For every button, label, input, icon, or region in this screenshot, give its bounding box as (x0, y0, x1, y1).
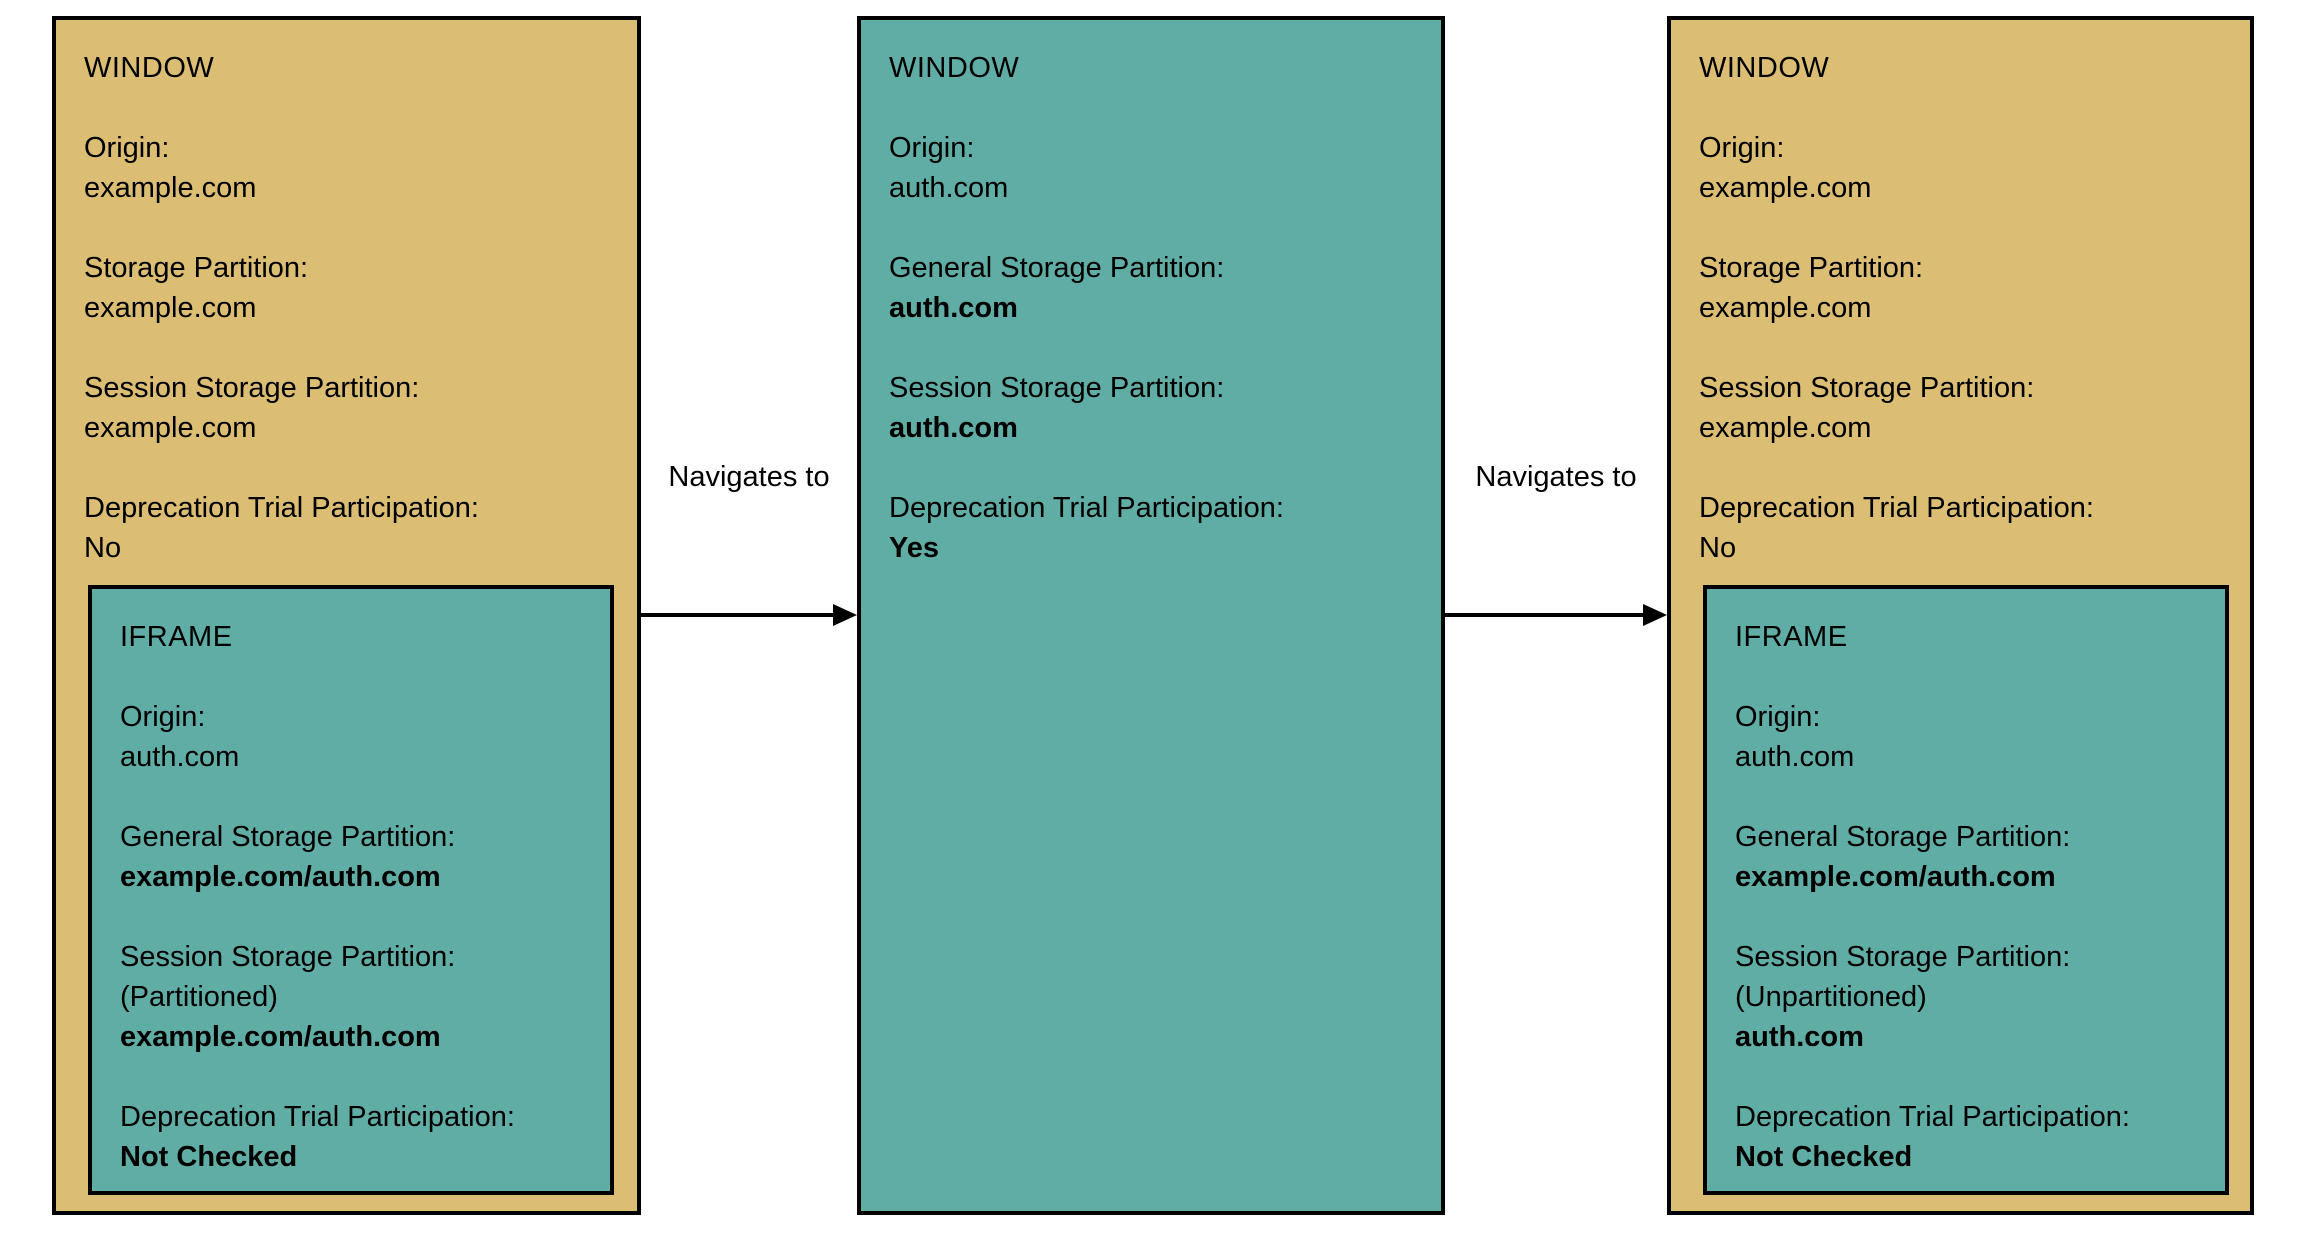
field-deprecation-trial: Deprecation Trial Participation: Not Che… (120, 1097, 582, 1177)
field-label: Deprecation Trial Participation: (889, 492, 1284, 524)
field-label: Session Storage Partition: (1735, 941, 2071, 973)
iframe-title: IFRAME (1735, 621, 1848, 653)
field-storage-partition: Storage Partition: example.com (84, 248, 609, 328)
iframe-box-left: IFRAME Origin: auth.com General Storage … (88, 585, 614, 1195)
field-label: Deprecation Trial Participation: (84, 492, 479, 524)
window-title: WINDOW (889, 52, 1020, 84)
field-value: auth.com (1735, 1021, 1864, 1053)
field-deprecation-trial: Deprecation Trial Participation: Not Che… (1735, 1097, 2197, 1177)
field-value: example.com/auth.com (1735, 861, 2056, 893)
field-general-storage-partition: General Storage Partition: example.com/a… (1735, 817, 2197, 897)
field-session-storage-partition: Session Storage Partition: (Unpartitione… (1735, 937, 2197, 1057)
window-middle-content: WINDOW Origin: auth.com General Storage … (861, 20, 1441, 596)
arrow-line (641, 613, 835, 617)
field-label: Storage Partition: (84, 252, 309, 284)
field-value: No (1699, 532, 1737, 564)
field-label: General Storage Partition: (1735, 821, 2071, 853)
field-deprecation-trial: Deprecation Trial Participation: Yes (889, 488, 1413, 568)
field-value: example.com/auth.com (120, 1021, 441, 1053)
field-label: Session Storage Partition: (120, 941, 456, 973)
field-label: Origin: (889, 132, 975, 164)
field-value: example.com (84, 172, 257, 204)
field-qualifier: (Unpartitioned) (1735, 981, 1927, 1013)
window-box-middle: WINDOW Origin: auth.com General Storage … (857, 16, 1445, 1215)
field-label: General Storage Partition: (120, 821, 456, 853)
field-label: General Storage Partition: (889, 252, 1225, 284)
field-label: Origin: (1699, 132, 1785, 164)
field-value: auth.com (889, 412, 1018, 444)
window-title: WINDOW (1699, 52, 1830, 84)
field-value: auth.com (889, 292, 1018, 324)
field-origin: Origin: example.com (84, 128, 609, 208)
field-label: Deprecation Trial Participation: (120, 1101, 515, 1133)
iframe-title: IFRAME (120, 621, 233, 653)
field-value: No (84, 532, 122, 564)
window-box-right: WINDOW Origin: example.com Storage Parti… (1667, 16, 2254, 1215)
field-value: example.com (1699, 292, 1872, 324)
window-left-content: WINDOW Origin: example.com Storage Parti… (56, 20, 637, 596)
field-label: Deprecation Trial Participation: (1735, 1101, 2130, 1133)
field-origin: Origin: auth.com (120, 697, 582, 777)
field-label: Origin: (1735, 701, 1821, 733)
arrow-label: Navigates to (668, 461, 830, 493)
field-value: example.com (84, 292, 257, 324)
field-session-storage-partition: Session Storage Partition: auth.com (889, 368, 1413, 448)
field-value: Not Checked (1735, 1141, 1913, 1173)
field-value: auth.com (889, 172, 1009, 204)
field-origin: Origin: example.com (1699, 128, 2222, 208)
field-deprecation-trial: Deprecation Trial Participation: No (1699, 488, 2222, 568)
field-session-storage-partition: Session Storage Partition: example.com (84, 368, 609, 448)
field-qualifier: (Partitioned) (120, 981, 278, 1013)
iframe-right-content: IFRAME Origin: auth.com General Storage … (1707, 589, 2225, 1205)
field-value: auth.com (120, 741, 240, 773)
field-label: Origin: (120, 701, 206, 733)
field-storage-partition: Storage Partition: example.com (1699, 248, 2222, 328)
iframe-box-right: IFRAME Origin: auth.com General Storage … (1703, 585, 2229, 1195)
iframe-left-content: IFRAME Origin: auth.com General Storage … (92, 589, 610, 1205)
field-session-storage-partition: Session Storage Partition: (Partitioned)… (120, 937, 582, 1057)
field-general-storage-partition: General Storage Partition: auth.com (889, 248, 1413, 328)
arrowhead-icon (1643, 604, 1667, 626)
arrowhead-icon (833, 604, 857, 626)
field-label: Session Storage Partition: (1699, 372, 2035, 404)
field-general-storage-partition: General Storage Partition: example.com/a… (120, 817, 582, 897)
field-origin: Origin: auth.com (889, 128, 1413, 208)
field-session-storage-partition: Session Storage Partition: example.com (1699, 368, 2222, 448)
field-value: auth.com (1735, 741, 1855, 773)
field-label: Session Storage Partition: (889, 372, 1225, 404)
field-value: Not Checked (120, 1141, 298, 1173)
field-value: example.com/auth.com (120, 861, 441, 893)
field-value: Yes (889, 532, 939, 564)
field-origin: Origin: auth.com (1735, 697, 2197, 777)
field-value: example.com (1699, 412, 1872, 444)
window-right-content: WINDOW Origin: example.com Storage Parti… (1671, 20, 2250, 596)
field-deprecation-trial: Deprecation Trial Participation: No (84, 488, 609, 568)
arrow-line (1445, 613, 1645, 617)
field-value: example.com (84, 412, 257, 444)
field-label: Storage Partition: (1699, 252, 1924, 284)
window-box-left: WINDOW Origin: example.com Storage Parti… (52, 16, 641, 1215)
field-value: example.com (1699, 172, 1872, 204)
field-label: Deprecation Trial Participation: (1699, 492, 2094, 524)
window-title: WINDOW (84, 52, 215, 84)
arrow-label: Navigates to (1475, 461, 1637, 493)
field-label: Session Storage Partition: (84, 372, 420, 404)
field-label: Origin: (84, 132, 170, 164)
